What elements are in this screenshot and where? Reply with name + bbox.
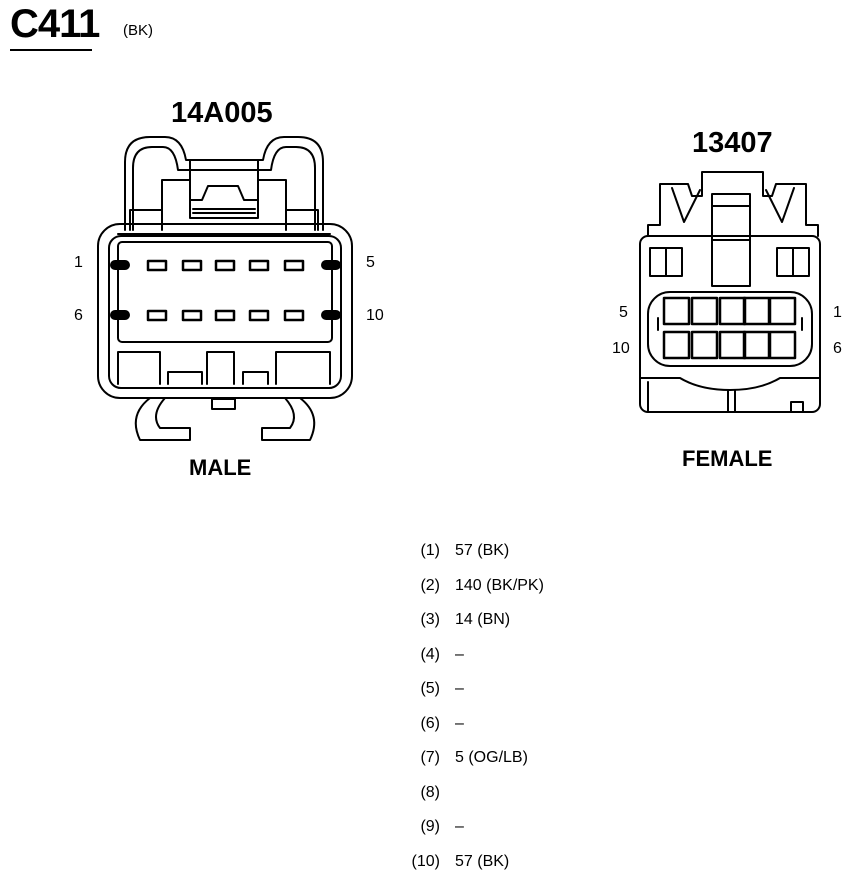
female-pin-label-bottom-right: 6 — [833, 340, 842, 358]
pinout-row: (8) — [396, 784, 696, 819]
male-pin-label-bottom-left: 6 — [74, 307, 83, 325]
male-part-number: 14A005 — [171, 97, 273, 129]
pin-wire: 57 (BK) — [455, 853, 509, 871]
pin-number: (7) — [396, 749, 440, 767]
female-label: FEMALE — [682, 446, 772, 472]
male-label: MALE — [189, 455, 251, 481]
male-pin-label-top-left: 1 — [74, 254, 83, 272]
pin-wire: 140 (BK/PK) — [455, 577, 544, 595]
pin-number: (6) — [396, 715, 440, 733]
pinout-row: (3) 14 (BN) — [396, 611, 696, 646]
pin-number: (10) — [396, 853, 440, 871]
female-pin-label-top-right: 1 — [833, 304, 842, 322]
female-pin-label-top-left: 5 — [619, 304, 628, 322]
pin-number: (1) — [396, 542, 440, 560]
pinout-row: (2) 140 (BK/PK) — [396, 577, 696, 612]
pin-number: (9) — [396, 818, 440, 836]
male-pin-label-top-right: 5 — [366, 254, 375, 272]
pinout-row: (7) 5 (OG/LB) — [396, 749, 696, 784]
pin-wire: 5 (OG/LB) — [455, 749, 528, 767]
female-pin-label-bottom-left: 10 — [612, 340, 630, 358]
pin-number: (2) — [396, 577, 440, 595]
female-part-number: 13407 — [692, 127, 773, 159]
connector-diagram — [0, 0, 851, 500]
pin-number: (3) — [396, 611, 440, 629]
pinout-row: (9)– — [396, 818, 696, 853]
pin-wire: – — [455, 680, 464, 698]
pinout-row: (4)– — [396, 646, 696, 681]
pinout-row: (1) 57 (BK) — [396, 542, 696, 577]
pinout-table: (1) 57 (BK) (2) 140 (BK/PK) (3) 14 (BN) (4)… — [396, 542, 696, 887]
pinout-row: (10) 57 (BK) — [396, 853, 696, 887]
female-connector-drawing — [640, 172, 820, 412]
pin-wire: – — [455, 818, 464, 836]
pin-number: (4) — [396, 646, 440, 664]
pin-number: (8) — [396, 784, 440, 802]
male-pin-label-bottom-right: 10 — [366, 307, 384, 325]
pin-wire: 14 (BN) — [455, 611, 510, 629]
pin-wire: – — [455, 646, 464, 664]
pinout-row: (6)– — [396, 715, 696, 750]
male-connector-drawing — [98, 137, 352, 440]
pin-number: (5) — [396, 680, 440, 698]
pinout-row: (5)– — [396, 680, 696, 715]
pin-wire: 57 (BK) — [455, 542, 509, 560]
pin-wire: – — [455, 715, 464, 733]
